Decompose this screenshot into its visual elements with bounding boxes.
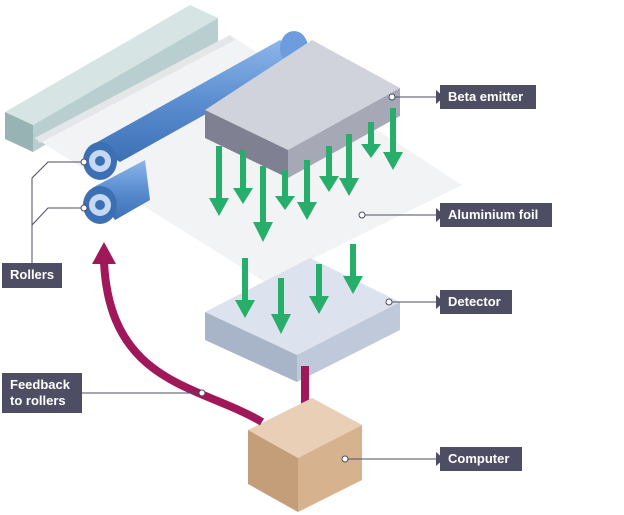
- beta-rays-below-foil: [235, 244, 363, 334]
- feedback-label-line2: to rollers: [10, 393, 66, 408]
- beta-emitter-label: Beta emitter: [440, 85, 536, 109]
- green-arrow: [319, 146, 339, 192]
- green-arrow: [275, 170, 295, 210]
- rollers-label: Rollers: [2, 263, 62, 288]
- callout-pointers: [436, 90, 444, 466]
- green-arrow: [361, 122, 381, 158]
- green-arrow: [309, 264, 329, 314]
- green-arrow: [253, 166, 273, 242]
- green-arrow: [209, 146, 229, 216]
- leader-lines: [31, 96, 436, 460]
- green-arrow: [339, 134, 359, 196]
- leader-dots: [80, 93, 396, 463]
- computer: [248, 398, 362, 512]
- green-arrow: [233, 150, 253, 204]
- beta-rays-above-foil: [209, 108, 403, 242]
- detector: [205, 258, 400, 382]
- computer-label: Computer: [440, 447, 522, 471]
- feedback-label: Feedback to rollers: [2, 373, 82, 413]
- green-arrow: [271, 278, 291, 334]
- feedback-label-line1: Feedback: [10, 377, 70, 392]
- aluminium-foil-label: Aluminium foil: [440, 203, 552, 227]
- green-arrow: [235, 258, 255, 318]
- green-arrow: [383, 108, 403, 170]
- beta-emitter: [205, 40, 400, 178]
- feedback-arrow: [92, 242, 265, 426]
- rollers: [83, 31, 308, 224]
- detector-label: Detector: [440, 290, 512, 314]
- green-arrow: [297, 160, 317, 220]
- green-arrow: [343, 244, 363, 294]
